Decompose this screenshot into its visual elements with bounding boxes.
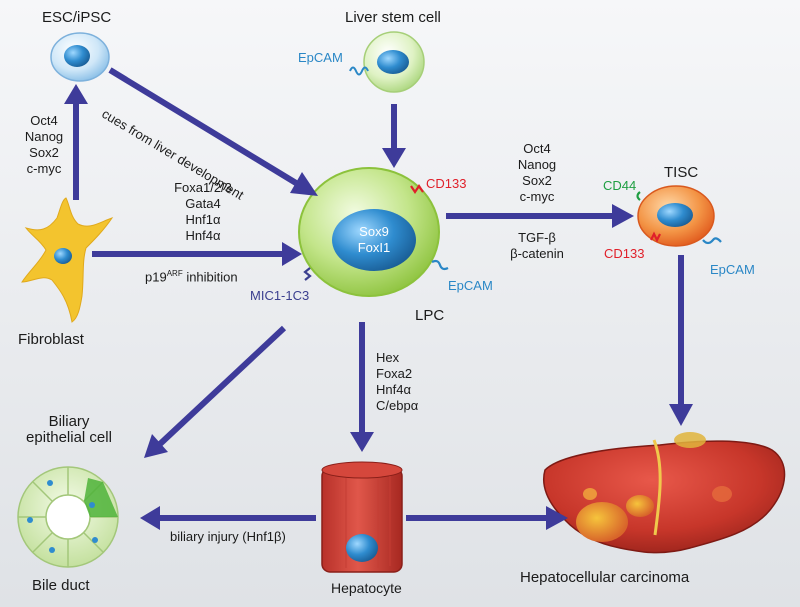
cd133-receptor-icon: [650, 231, 661, 243]
bile-duct-label: Bile duct: [32, 577, 90, 594]
arrow-lpc-to-tisc: [446, 204, 634, 228]
mic-receptor-icon: [303, 267, 312, 281]
liver-carcinoma: [543, 432, 786, 554]
arrow-hepatocyte-to-liver: [406, 506, 568, 530]
fibroblast-cell: [21, 197, 114, 323]
arrow-lpc-to-biliary: [144, 325, 287, 458]
tisc-label: TISC: [664, 164, 699, 181]
hepatocyte-cell: [321, 461, 403, 573]
lpc-cell: [298, 167, 449, 297]
epcam-tisc-label: EpCAM: [710, 262, 755, 277]
arrow-fibroblast-to-lpc: [92, 242, 302, 266]
factors-lpc-to-hepatocyte: Hex Foxa2 Hnf4α C/ebpα: [376, 350, 419, 413]
epcam-receptor-icon: [702, 237, 722, 245]
mic-lpc-label: MIC1-1C3: [250, 288, 310, 303]
arrow-stem-to-lpc: [382, 104, 406, 168]
bile-duct: [17, 466, 119, 568]
cd133-tisc-label: CD133: [604, 246, 645, 261]
p19-inhibition-label: p19ARF inhibition: [145, 269, 238, 285]
arrow-lpc-to-hepatocyte: [350, 322, 374, 452]
lpc-label: LPC: [415, 307, 445, 324]
esc-ipsc-cell: [50, 32, 110, 82]
factors-lpc-to-tisc-top: Oct4 Nanog Sox2 c-myc: [517, 141, 557, 204]
epcam-receptor-icon: [431, 259, 449, 271]
biliary-injury-label: biliary injury (Hnf1β): [170, 529, 286, 544]
tisc-cell: [636, 185, 722, 247]
epcam-lpc-label: EpCAM: [448, 278, 493, 293]
arrow-hepatocyte-to-bile-duct: [140, 506, 316, 530]
liver-stem-cell: [349, 31, 425, 93]
hcc-label: Hepatocellular carcinoma: [520, 569, 690, 586]
cd133-receptor-icon: [410, 184, 424, 194]
hepatocyte-label: Hepatocyte: [331, 580, 402, 596]
cd44-tisc-label: CD44: [603, 178, 637, 193]
cd44-receptor-icon: [636, 191, 641, 201]
cd133-lpc-label: CD133: [426, 176, 467, 191]
biliary-epithelial-cell-label: Biliary epithelial cell: [26, 413, 112, 446]
lpc-nucleus-factors: Sox9 FoxI1: [357, 224, 391, 255]
arrow-esc-to-lpc: [108, 67, 318, 196]
factors-lpc-to-tisc-bottom: TGF-β β-catenin: [510, 230, 564, 261]
epcam-stem-label: EpCAM: [298, 50, 343, 65]
esc-ipsc-label: ESC/iPSC: [42, 9, 112, 26]
epcam-receptor-icon: [349, 66, 369, 76]
factors-fibroblast-to-lpc: Foxa1/2/3 Gata4 Hnf1α Hnf4α: [174, 180, 232, 243]
fibroblast-label: Fibroblast: [18, 331, 84, 348]
liver-stem-cell-label: Liver stem cell: [345, 9, 441, 26]
arrow-tisc-to-liver: [669, 255, 693, 426]
arrow-fibroblast-to-esc: [64, 84, 88, 200]
factors-fibroblast-to-esc: Oct4 Nanog Sox2 c-myc: [24, 113, 64, 176]
